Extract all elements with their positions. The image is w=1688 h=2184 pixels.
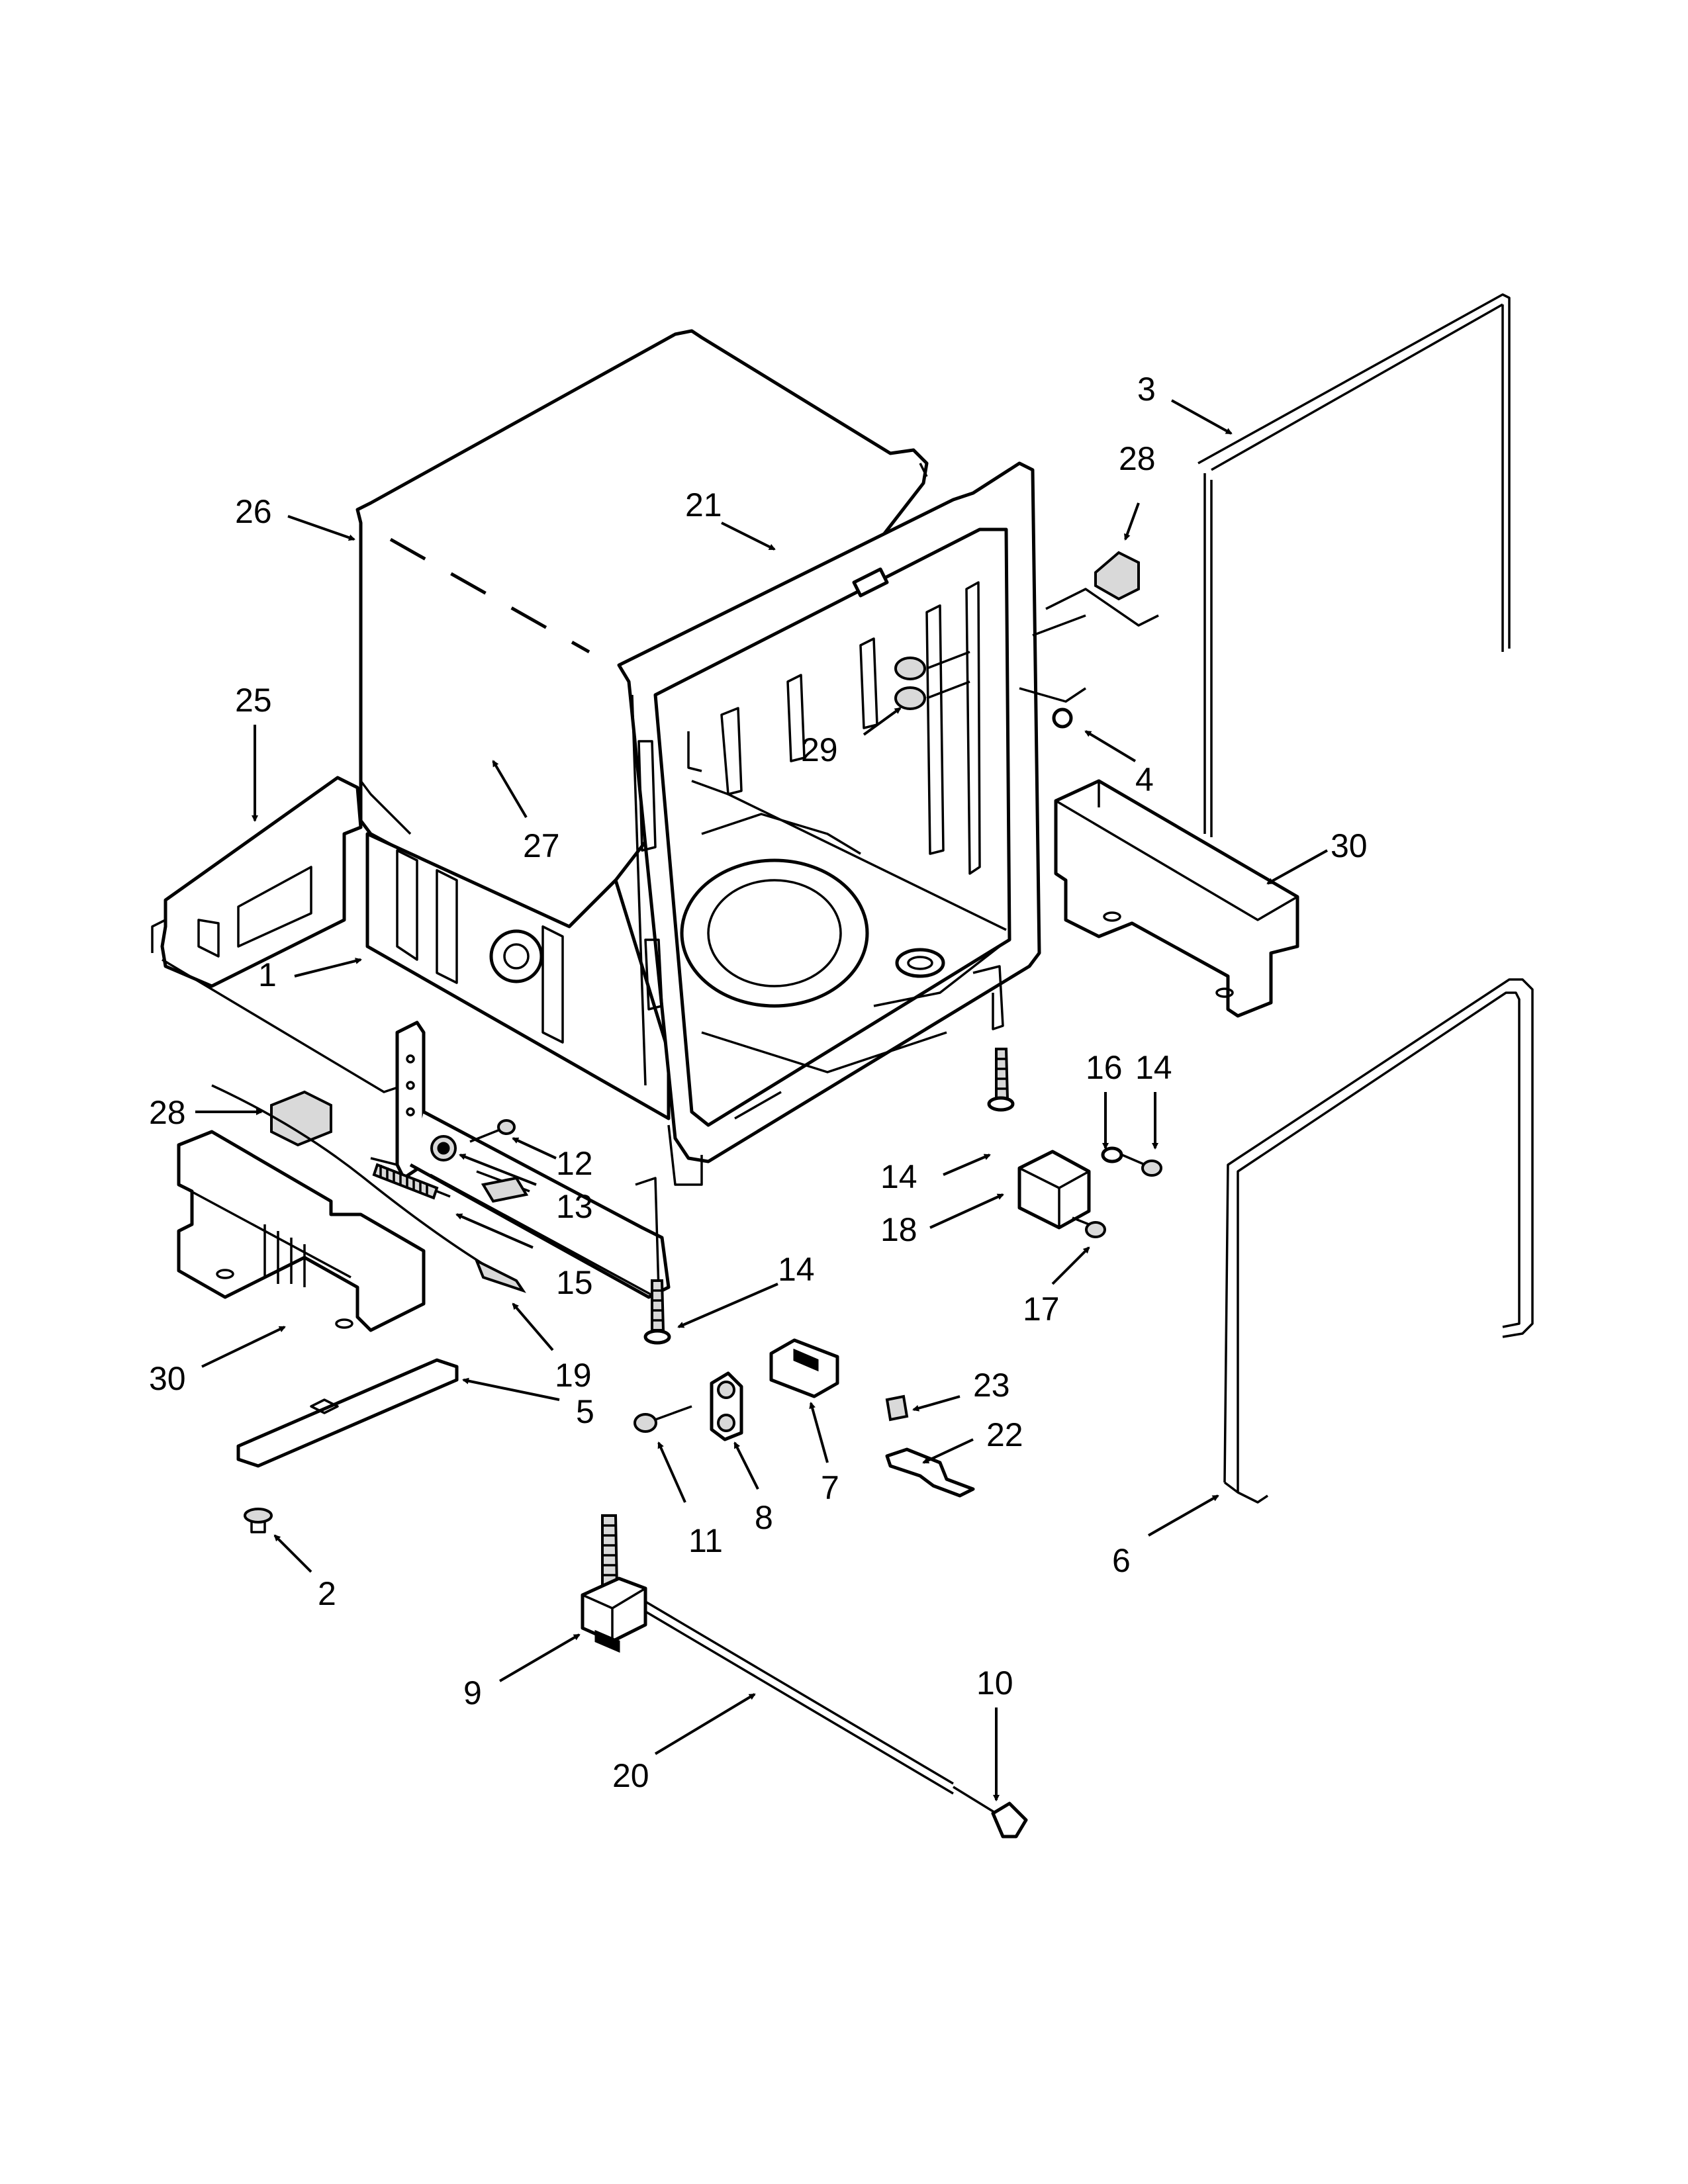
callout-19: 18 [880,1211,917,1248]
callout-4: 4 [1135,761,1154,798]
callout-7: 7 [821,1469,839,1506]
callout-30-right: 30 [1331,827,1368,864]
callout-6: 6 [1112,1542,1131,1579]
bracket-left [270,1090,332,1147]
bracket-top [1094,551,1140,601]
screw-11 [633,1405,692,1433]
callout-1: 1 [258,956,277,993]
callout-2: 2 [318,1575,336,1612]
side-bracket [151,776,363,988]
callout-3: 3 [1137,371,1156,408]
callout-27: 27 [523,827,560,864]
clip-7 [769,1338,839,1398]
foot-screw [244,1508,273,1533]
callout-5: 5 [576,1393,594,1430]
callout-26: 26 [235,493,272,530]
callout-28-top: 28 [1119,440,1156,477]
leader-lines [195,399,1328,1801]
callout-22: 21 [685,486,722,523]
callout-14-right: 14 [880,1158,917,1195]
leveling-leg-left [643,1279,671,1345]
callout-9: 9 [463,1674,482,1711]
wire-harness [645,1600,1028,1839]
bracket-23 [885,1394,975,1498]
insulation-right [1054,779,1299,1018]
hinge-assembly [395,1021,671,1302]
shield-plate [236,1358,459,1468]
callout-14-left: 14 [778,1251,815,1288]
callout-23: 22 [986,1416,1023,1453]
grommet-8 [710,1371,743,1441]
callout-30-left: 30 [149,1360,186,1397]
lower-gasket [1223,978,1534,1504]
callout-21: 20 [612,1757,649,1794]
callout-17: 16 [1086,1049,1123,1086]
door-gasket [1197,293,1511,837]
callout-12: 12 [556,1145,593,1182]
float-switch [581,1514,647,1653]
callout-13: 13 [556,1188,593,1225]
door-spring [370,1157,451,1200]
callout-15: 14 [1135,1049,1172,1086]
callout-11: 11 [688,1522,723,1559]
tub-assembly [355,329,1041,1186]
callout-28-left: 28 [149,1094,186,1131]
insulation-left [177,1130,426,1332]
callout-20: 19 [555,1357,592,1394]
leveling-leg-right [987,1048,1015,1112]
callout-labels: 3 28 21 26 25 27 29 4 30 1 28 12 13 15 1… [149,371,1368,1794]
callout-10: 10 [976,1664,1013,1702]
tub-vent-parts [894,651,1073,729]
callout-25: 25 [235,682,272,719]
callout-8: 8 [755,1499,773,1536]
callout-29: 29 [801,731,838,768]
leg-bracket [1017,1146,1162,1238]
callout-18: 17 [1023,1291,1060,1328]
callout-24: 23 [973,1367,1010,1404]
callout-16: 15 [556,1264,593,1301]
